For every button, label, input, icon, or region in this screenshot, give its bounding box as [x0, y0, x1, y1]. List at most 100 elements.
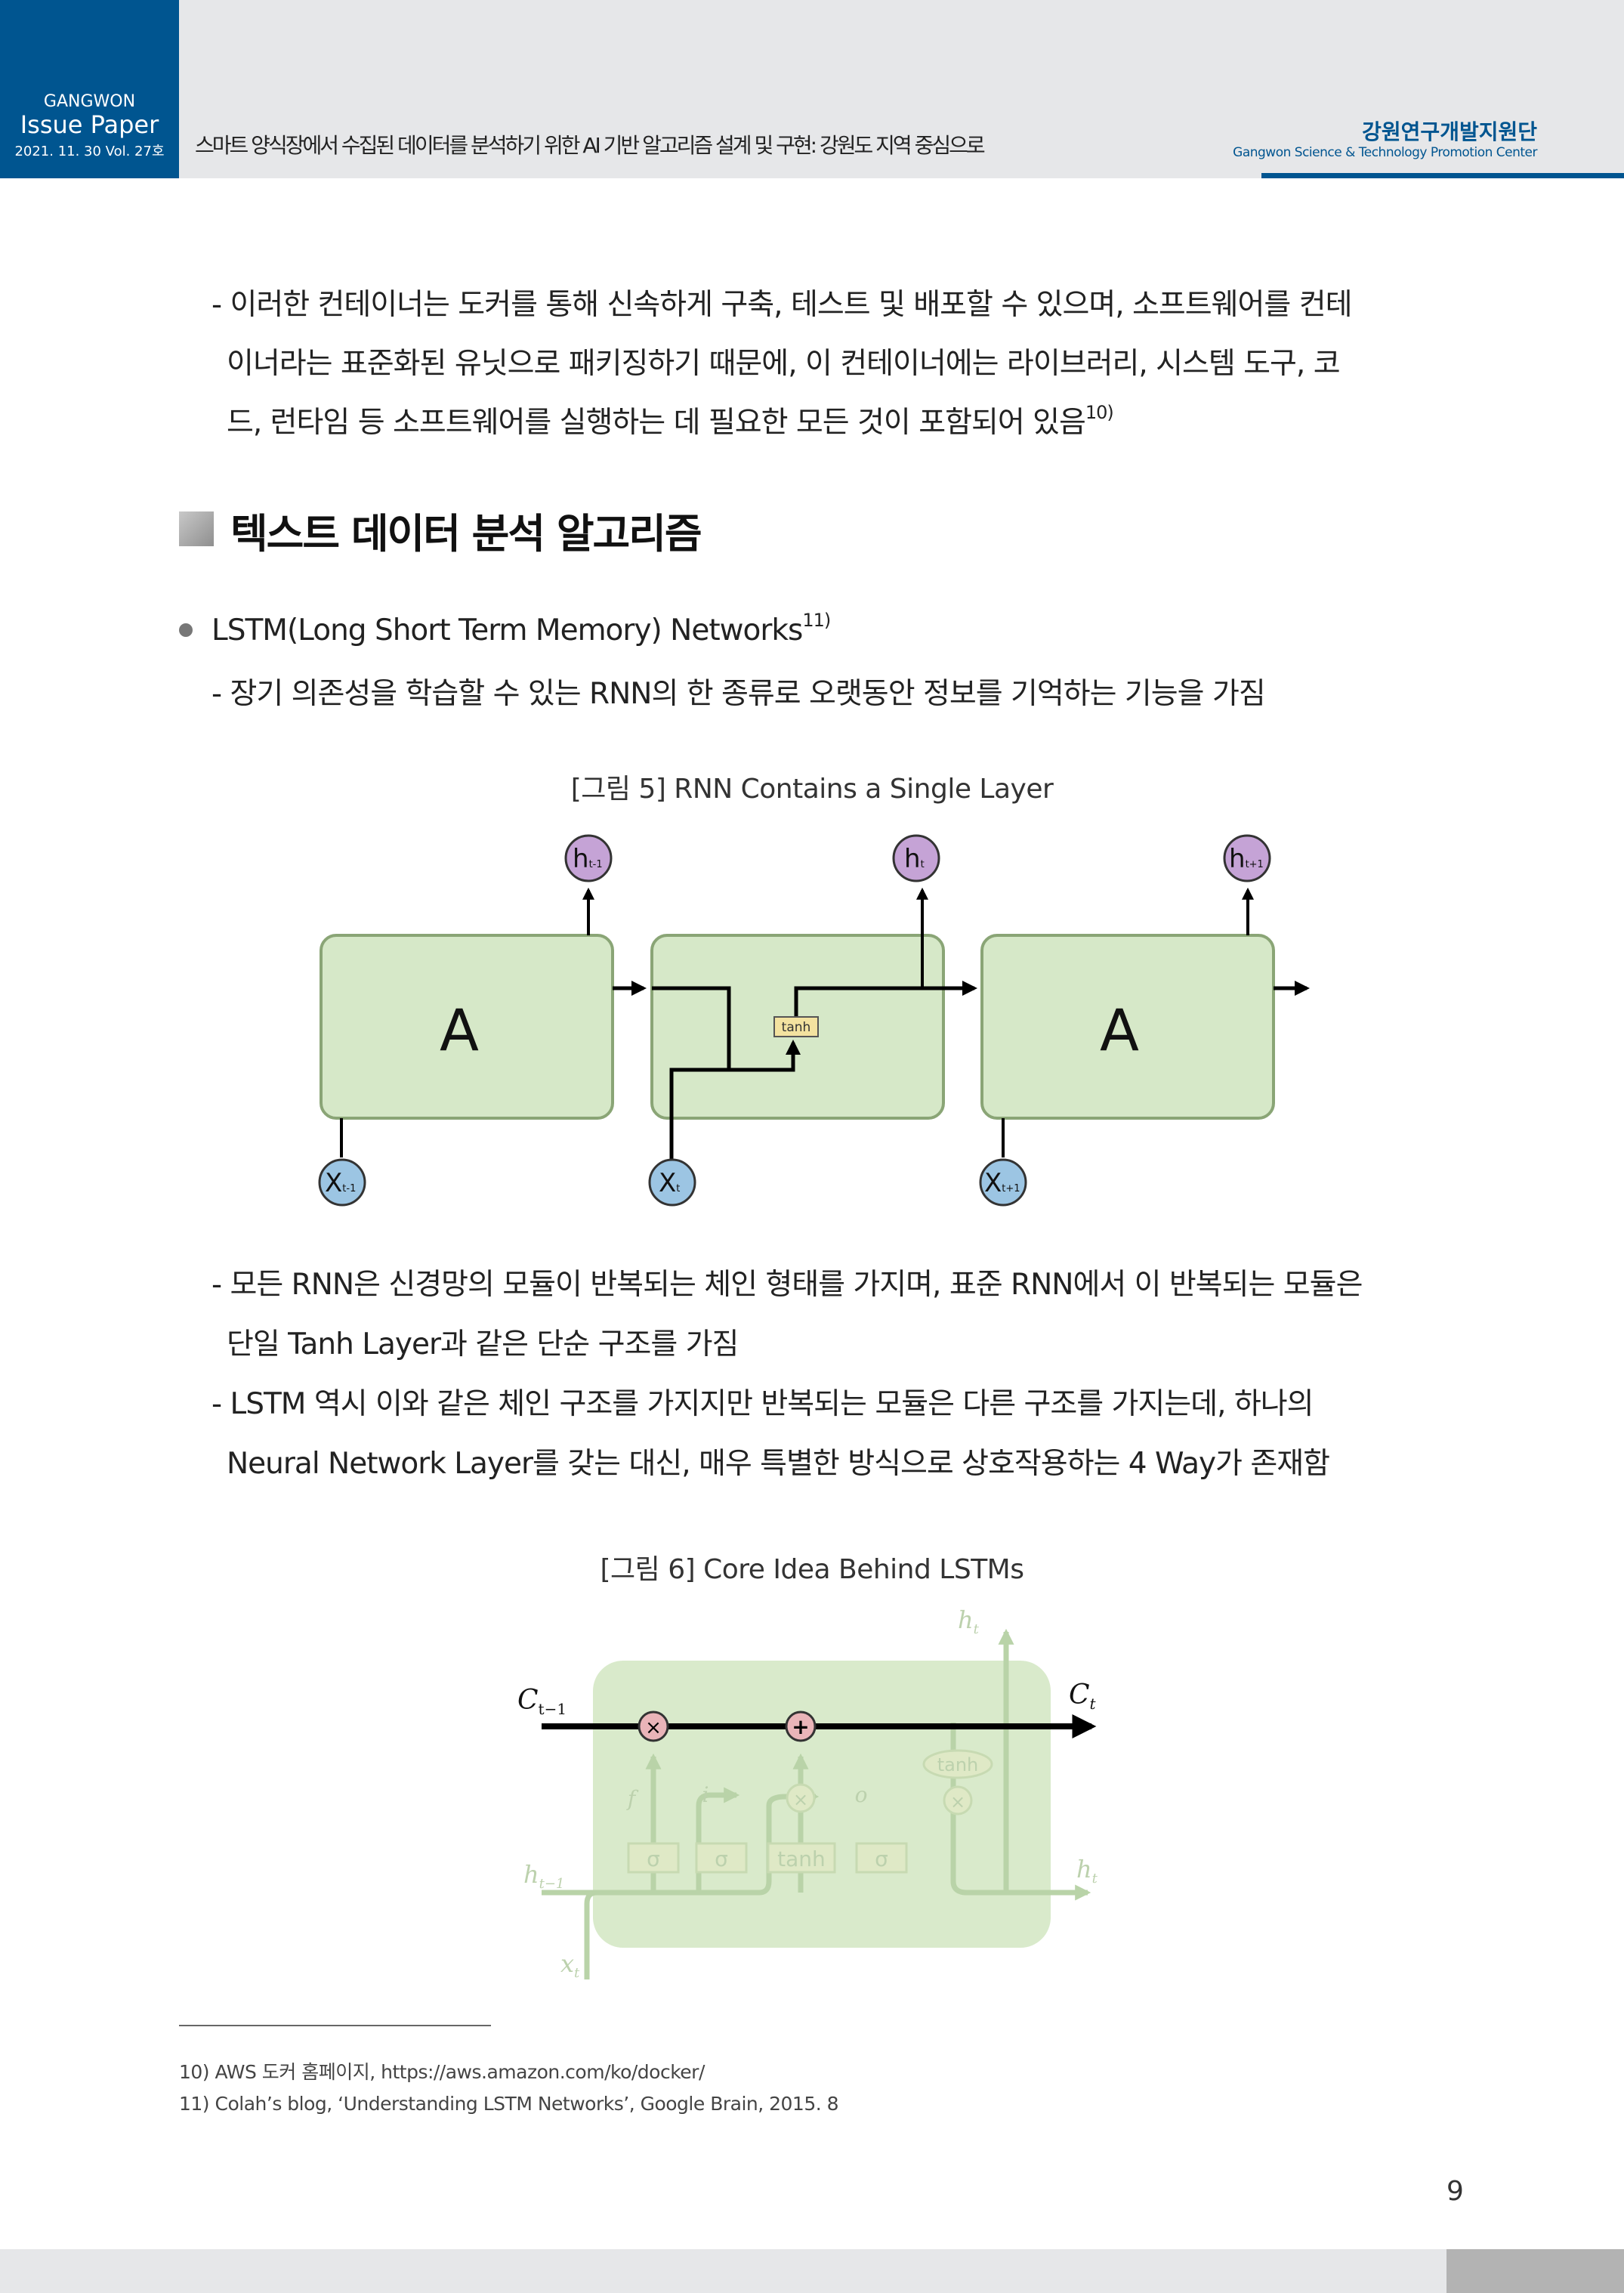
input-sub-2: t — [676, 1183, 680, 1194]
h-out-label: h — [1076, 1855, 1092, 1884]
gate-label-2: σ — [715, 1846, 728, 1871]
mult-node-output — [943, 1785, 973, 1816]
tanh-node — [922, 1749, 993, 1779]
rnn-cell-3 — [980, 934, 1275, 1120]
bullet-item: LSTM(Long Short Term Memory) Networks11) — [211, 610, 831, 647]
input-node-3 — [979, 1158, 1027, 1207]
output-node-3 — [1223, 834, 1271, 882]
para1-line2: 이너라는 표준화된 유닛으로 패키징하기 때문에, 이 컨테이너에는 라이브러리… — [227, 347, 1341, 381]
gate-label-1: σ — [647, 1846, 660, 1871]
h-top-label: h — [958, 1605, 974, 1634]
output-node-2 — [892, 834, 940, 882]
output-sub-2: t — [921, 859, 925, 870]
h-prev: ht−1 — [523, 1860, 564, 1892]
para1-line3: 드, 런타임 등 소프트웨어를 실행하는 데 필요한 모든 것이 포함되어 있음… — [227, 399, 1114, 441]
para2-line2: 단일 Tanh Layer과 같은 단순 구조를 가짐 — [227, 1327, 739, 1361]
input-sub-3: t+1 — [1002, 1183, 1020, 1194]
para2-line3: - LSTM 역시 이와 같은 체인 구조를 가지지만 반복되는 모듈은 다른 … — [211, 1387, 1314, 1421]
gate-sigma-1 — [627, 1842, 680, 1874]
cell-label-3: A — [1100, 997, 1139, 1064]
output-1: ht-1 — [573, 844, 603, 874]
h-out-sub: t — [1092, 1871, 1098, 1887]
footnote-11: 11) Colah’s blog, ‘Understanding LSTM Ne… — [179, 2093, 839, 2115]
input-3: Xt+1 — [984, 1168, 1020, 1198]
issue-date: 2021. 11. 30 Vol. 27호 — [14, 144, 165, 159]
c-prev: Ct−1 — [517, 1685, 567, 1718]
input-1: Xt-1 — [325, 1168, 356, 1198]
footer-accent — [1446, 2249, 1624, 2293]
brand-top: GANGWON — [43, 92, 136, 111]
footnote-divider — [179, 2025, 491, 2026]
output-node-1 — [564, 834, 613, 882]
c-next-label: C — [1069, 1680, 1090, 1710]
input-label-1: X — [325, 1168, 342, 1198]
input-node-2 — [648, 1158, 696, 1207]
h-out: ht — [1076, 1855, 1098, 1887]
rnn-diagram: tanh A A ht-1 ht ht+1 Xt-1 Xt Xt+1 — [318, 834, 1310, 1207]
document-title: 스마트 양식장에서 수집된 데이터를 분석하기 위한 AI 기반 알고리즘 설계… — [195, 133, 986, 158]
gate-i-label: i — [702, 1782, 709, 1807]
footnote-ref[interactable]: 11) — [802, 610, 831, 631]
c-prev-sub: t−1 — [539, 1700, 567, 1718]
gate-sigma-2 — [695, 1842, 748, 1874]
gate-sigma-3 — [855, 1842, 908, 1874]
footer-bar — [0, 2249, 1624, 2293]
fig6-caption: [그림 6] Core Idea Behind LSTMs — [600, 1554, 1025, 1585]
h-top: ht — [958, 1605, 980, 1637]
output-sub-1: t-1 — [589, 859, 603, 870]
footnote-ref[interactable]: 10) — [1085, 402, 1114, 423]
c-next: Ct — [1069, 1680, 1097, 1713]
rnn-cell-1 — [320, 934, 614, 1120]
input-label-3: X — [984, 1168, 1002, 1198]
lstm-diagram: σ σ tanh σ tanh × × f i o ht ht−1 ht xt … — [517, 1605, 1098, 1981]
add-node — [785, 1710, 817, 1742]
cell-label-1: A — [440, 997, 479, 1064]
org-name-en: Gangwon Science & Technology Promotion C… — [1233, 145, 1537, 160]
page-number: 9 — [1446, 2176, 1464, 2207]
c-next-sub: t — [1090, 1695, 1097, 1713]
input-sub-1: t-1 — [342, 1183, 356, 1194]
gate-tanh — [767, 1842, 836, 1874]
para2-line1: - 모든 RNN은 신경망의 모듈이 반복되는 체인 형태를 가지며, 표준 R… — [211, 1268, 1363, 1302]
page-header: GANGWON Issue Paper 2021. 11. 30 Vol. 27… — [0, 0, 1624, 178]
brand-block: GANGWON Issue Paper 2021. 11. 30 Vol. 27… — [0, 0, 179, 178]
bullet-sub: - 장기 의존성을 학습할 수 있는 RNN의 한 종류로 오랫동안 정보를 기… — [211, 677, 1266, 711]
forget-mult-node — [638, 1710, 669, 1742]
h-prev-label: h — [523, 1860, 539, 1889]
brand-name: Issue Paper — [20, 110, 159, 139]
lstm-cell — [593, 1661, 1051, 1948]
fig5-caption: [그림 5] RNN Contains a Single Layer — [570, 774, 1054, 805]
header-accent-line — [1261, 173, 1624, 178]
mult-label-output: × — [950, 1791, 965, 1812]
input-node-1 — [318, 1158, 366, 1207]
section-heading: 텍스트 데이터 분석 알고리즘 — [230, 510, 702, 558]
x-in-label: x — [560, 1949, 574, 1978]
gate-label-4: σ — [875, 1846, 888, 1871]
tanh-label: tanh — [782, 1020, 811, 1035]
gate-label-3: tanh — [777, 1846, 826, 1871]
bullet-text: LSTM(Long Short Term Memory) Networks — [211, 613, 803, 647]
c-prev-label: C — [517, 1685, 539, 1716]
para1-line1: - 이러한 컨테이너는 도커를 통해 신속하게 구축, 테스트 및 배포할 수 … — [211, 288, 1352, 322]
para2-line4: Neural Network Layer를 갖는 대신, 매우 특별한 방식으로… — [227, 1447, 1330, 1481]
input-2: Xt — [659, 1168, 680, 1198]
org-name: 강원연구개발지원단 — [1362, 119, 1537, 144]
bullet-icon — [179, 623, 193, 637]
footnote-10: 10) AWS 도커 홈페이지, https://aws.amazon.com/… — [179, 2061, 705, 2083]
output-label-2: h — [904, 844, 921, 874]
input-label-2: X — [659, 1168, 676, 1198]
para1-line3-text: 드, 런타임 등 소프트웨어를 실행하는 데 필요한 모든 것이 포함되어 있음 — [227, 406, 1086, 440]
output-2: ht — [904, 844, 925, 874]
mult-label-input: × — [793, 1789, 808, 1810]
forget-mult-label: × — [645, 1717, 662, 1739]
output-3: ht+1 — [1229, 844, 1264, 874]
tanh-layer — [773, 1016, 819, 1037]
output-sub-3: t+1 — [1246, 859, 1264, 870]
gate-o-label: o — [855, 1782, 868, 1807]
section-square-icon — [179, 511, 214, 546]
x-in-sub: t — [574, 1965, 580, 1981]
mult-node-input — [786, 1783, 816, 1813]
output-label-3: h — [1229, 844, 1246, 874]
h-prev-sub: t−1 — [539, 1876, 565, 1892]
